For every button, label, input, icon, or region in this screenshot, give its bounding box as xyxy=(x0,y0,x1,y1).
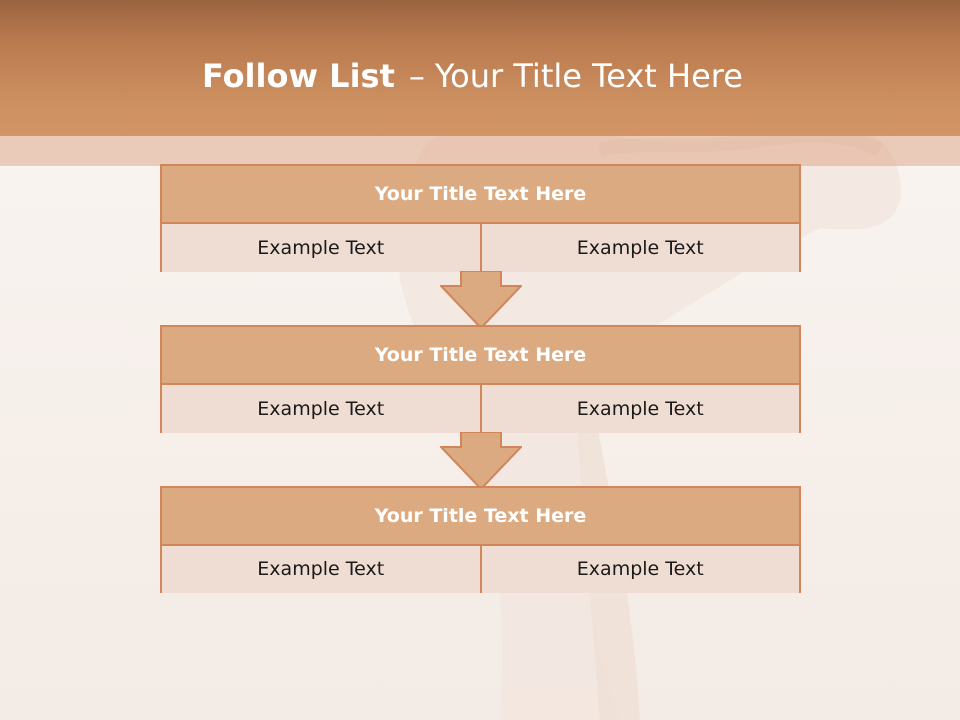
list-block-2: Your Title Text Here Example Text Exampl… xyxy=(160,325,801,433)
title-rest: Your Title Text Here xyxy=(434,57,743,95)
title-separator: – xyxy=(408,57,425,95)
title-bold: Follow List xyxy=(202,57,395,95)
slide-title: Follow List–Your Title Text Here xyxy=(202,56,743,96)
block-row: Example Text Example Text xyxy=(162,385,799,433)
block-row: Example Text Example Text xyxy=(162,546,799,593)
block-row: Example Text Example Text xyxy=(162,224,799,272)
block-title: Your Title Text Here xyxy=(162,166,799,224)
list-block-3: Your Title Text Here Example Text Exampl… xyxy=(160,486,801,593)
block-title: Your Title Text Here xyxy=(162,327,799,385)
block-cell-left: Example Text xyxy=(162,224,480,272)
block-cell-right: Example Text xyxy=(479,546,799,593)
block-cell-left: Example Text xyxy=(162,546,480,593)
block-cell-right: Example Text xyxy=(479,385,799,433)
header-band xyxy=(0,0,960,136)
list-block-1: Your Title Text Here Example Text Exampl… xyxy=(160,164,801,272)
block-cell-right: Example Text xyxy=(479,224,799,272)
block-cell-left: Example Text xyxy=(162,385,480,433)
down-arrow-icon xyxy=(440,271,522,329)
down-arrow-icon xyxy=(440,432,522,490)
block-title: Your Title Text Here xyxy=(162,488,799,546)
header-strip xyxy=(0,136,960,166)
